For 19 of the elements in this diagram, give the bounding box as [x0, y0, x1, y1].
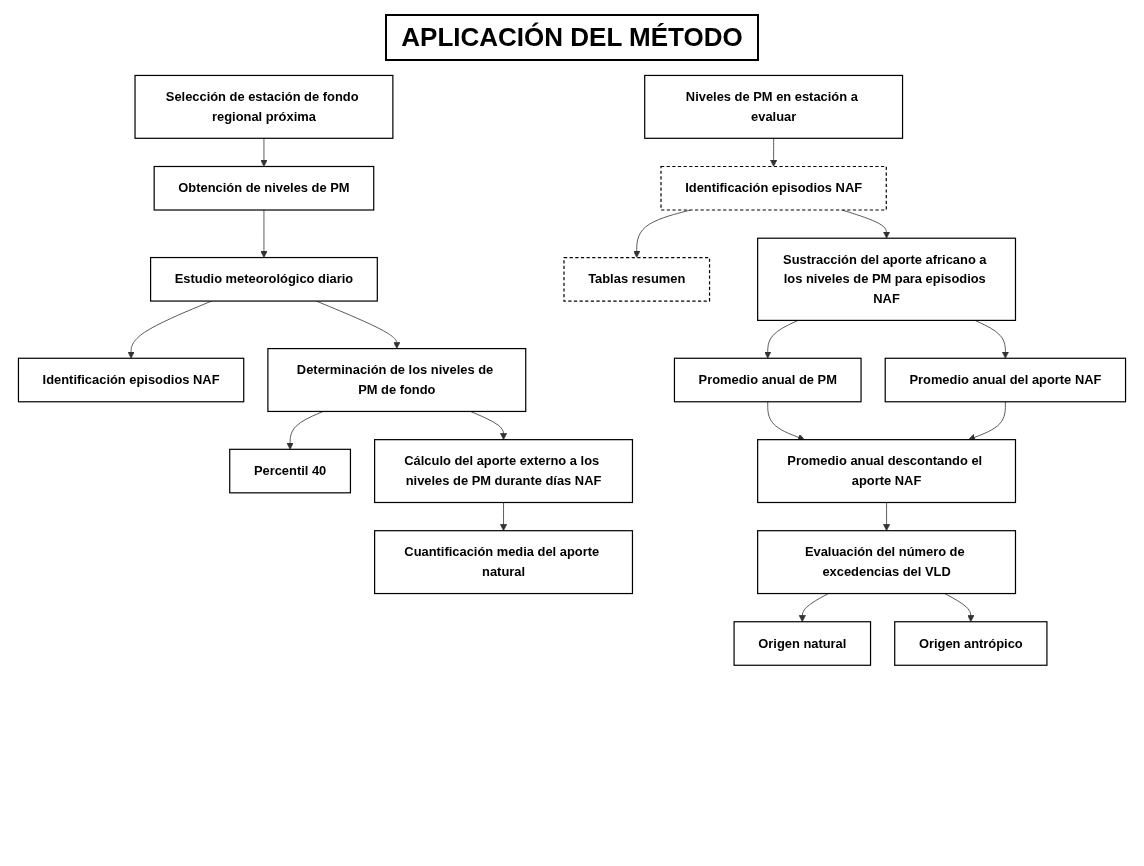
node-box: Selección de estación de fondo regional próxima	[134, 74, 394, 139]
node-box: Promedio anual del aporte NAF	[884, 357, 1127, 403]
node-box: Promedio anual descontando el aporte NAF	[757, 439, 1017, 504]
node-box: Percentil 40	[229, 448, 352, 494]
node-box: Evaluación del número de excedencias del VLD	[757, 530, 1017, 595]
node-box: Estudio meteorológico diario	[150, 256, 378, 302]
node-box: Niveles de PM en estación a evaluar	[644, 74, 904, 139]
node-box: Obtención de niveles de PM	[153, 165, 375, 211]
node-box: Origen natural	[733, 621, 872, 666]
node-box: Cálculo del aporte externo a los niveles de PM durante días NAF	[374, 439, 634, 504]
node-box: Identificación episodios NAF	[660, 165, 887, 211]
node-box: Determinación de los niveles de PM de fondo	[267, 348, 527, 413]
node-box: Promedio anual de PM	[673, 357, 862, 403]
title: APLICACIÓN DEL MÉTODO	[385, 14, 759, 61]
node-box: Tablas resumen	[563, 256, 711, 302]
node-box: Cuantificación media del aporte natural	[374, 530, 634, 595]
node-box: Sustracción del aporte africano a los niveles de PM para episodios NAF	[757, 237, 1017, 321]
node-box: Identificación episodios NAF	[17, 357, 245, 403]
node-box: Origen antrópico	[894, 621, 1048, 666]
